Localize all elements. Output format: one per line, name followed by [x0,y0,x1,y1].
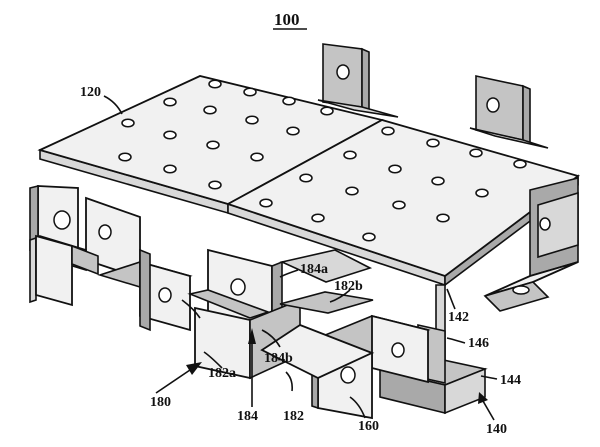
label-144: 144 [500,373,521,388]
label-184a: 184a [300,262,328,277]
label-140: 140 [486,422,507,437]
label-182a: 182a [208,366,236,381]
arrow-140 [478,392,488,404]
label-182b: 182b [334,279,363,294]
bracket-hole [486,97,500,113]
bracket-hole [336,64,350,80]
leader-lines [103,95,498,421]
label-160: 160 [358,419,379,434]
label-184: 184 [237,409,258,424]
label-146: 146 [468,336,489,351]
label-142: 142 [448,310,469,325]
figure-title: 100 [274,10,300,29]
back-bracket-right [469,75,549,149]
bracket-assembly-180 [29,184,375,380]
back-bracket-left [317,43,399,118]
right-end-bracket [483,176,579,312]
plate-holes-left [118,79,334,190]
plate-holes-right [259,126,527,242]
arrow-180 [186,362,202,375]
label-182: 182 [283,409,304,424]
bracket-182b [279,291,374,314]
label-180: 180 [150,395,171,410]
label-184b: 184b [264,351,293,366]
arrow-184 [248,328,256,344]
label-120: 120 [80,85,101,100]
top-plate-right [225,119,580,278]
